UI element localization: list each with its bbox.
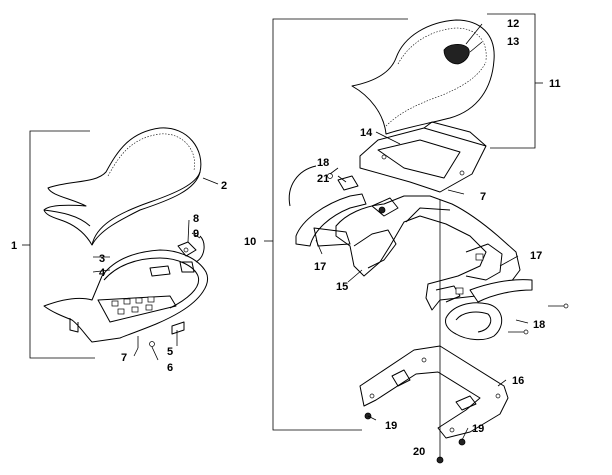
callout-2: 2 — [221, 180, 227, 192]
callout-16: 16 — [512, 375, 524, 387]
latch-assembly-18-21 — [288, 165, 399, 217]
callout-9: 9 — [193, 228, 199, 240]
bracket-group-11 — [487, 13, 536, 149]
callout-7-left: 7 — [121, 352, 127, 364]
callout-3: 3 — [99, 253, 105, 265]
callout-10: 10 — [244, 236, 256, 248]
seat-pan-14 — [359, 121, 487, 193]
callout-18-right: 18 — [533, 319, 545, 331]
callout-8: 8 — [193, 213, 199, 225]
callout-1: 1 — [11, 240, 17, 252]
callout-6: 6 — [167, 362, 173, 374]
handle-17-right — [445, 279, 533, 341]
handle-17-left — [295, 193, 367, 247]
nut-19-right — [458, 438, 466, 446]
callout-15: 15 — [336, 281, 348, 293]
seat-base-4 — [43, 249, 208, 343]
bracket-group-1 — [29, 130, 95, 359]
nut-6 — [149, 341, 155, 347]
seat-cover-2 — [43, 127, 202, 246]
callout-19-right: 19 — [472, 423, 484, 435]
clip-5 — [171, 321, 185, 335]
callout-5: 5 — [167, 346, 173, 358]
bolts-18-right — [508, 303, 569, 335]
grab-handle-12-13 — [443, 44, 470, 65]
right-leader-lines — [315, 23, 529, 441]
right-seat-assembly — [264, 13, 569, 464]
seat-cushion-11 — [351, 19, 495, 135]
callout-labels: 1 2 3 4 5 6 7 8 9 10 11 12 13 14 15 16 1… — [11, 18, 561, 458]
latch-8-9 — [177, 235, 205, 263]
callout-19-left: 19 — [385, 420, 397, 432]
callout-20: 20 — [413, 446, 425, 458]
left-leader-lines — [92, 177, 219, 361]
callout-12: 12 — [507, 18, 519, 30]
callout-11: 11 — [549, 78, 561, 90]
bracket-group-10 — [272, 18, 408, 431]
left-seat-assembly — [22, 127, 208, 359]
callout-17-left: 17 — [314, 261, 326, 273]
callout-14: 14 — [360, 127, 373, 139]
callout-17-right: 17 — [530, 250, 542, 262]
callout-4: 4 — [99, 267, 106, 279]
callout-7-right: 7 — [480, 191, 486, 203]
callout-21: 21 — [317, 173, 329, 185]
callout-13: 13 — [507, 36, 519, 48]
mount-bracket-16 — [359, 345, 509, 439]
callout-18-top: 18 — [317, 157, 329, 169]
